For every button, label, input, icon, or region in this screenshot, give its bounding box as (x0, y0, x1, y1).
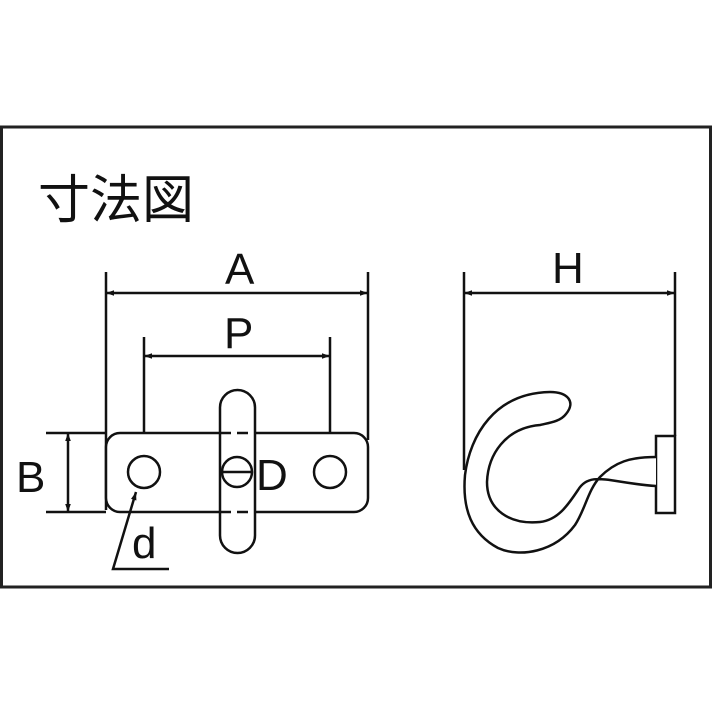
dimension-label-H: H (552, 244, 584, 293)
dimension-label-d: d (132, 519, 156, 568)
dimension-label-P: P (224, 309, 253, 358)
diagram-frame (0, 125, 712, 589)
side-view-hook (462, 272, 677, 554)
dimension-label-B: B (16, 453, 45, 502)
diagram-title: 寸法図 (38, 171, 194, 231)
dimension-label-D: D (256, 451, 288, 500)
front-view-plate (46, 272, 370, 571)
dimension-label-A: A (225, 245, 255, 294)
